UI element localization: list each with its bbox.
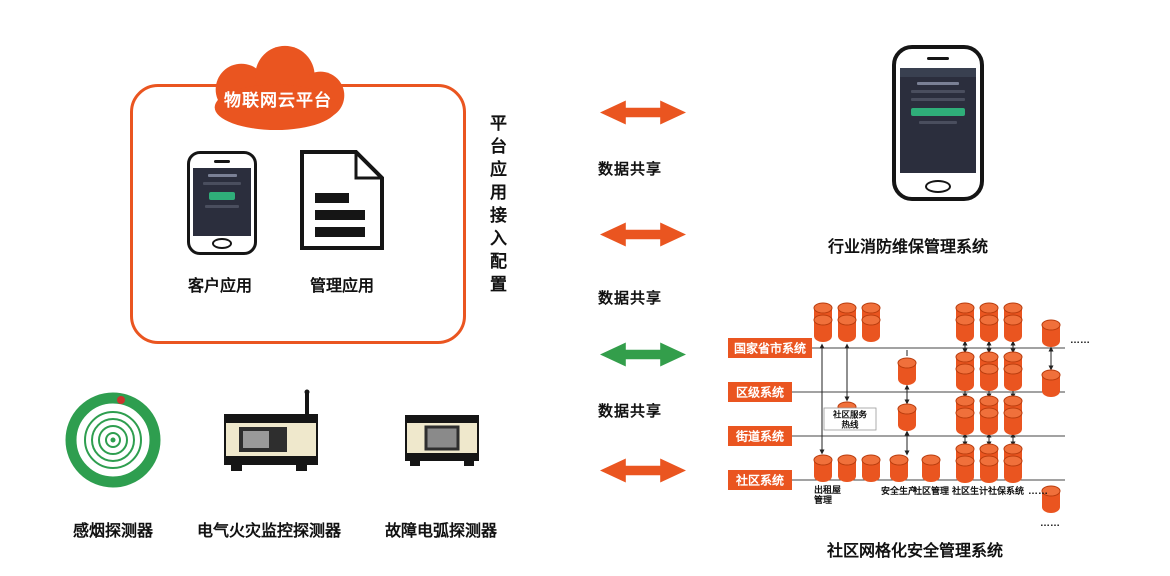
- hotline-label: 社区服务 热线: [823, 407, 877, 431]
- phone-screen: [900, 68, 976, 173]
- screen-text-line: [911, 98, 965, 101]
- phone-screen: [193, 168, 251, 236]
- community-grid-diagram: 国家省市系统 区级系统 街道系统 社区系统: [728, 302, 1090, 529]
- level-label-street: 街道系统: [728, 426, 792, 446]
- electrical-fire-detector-icon: [224, 389, 318, 471]
- screen-text-line: [911, 90, 965, 93]
- screen-header-bar: [900, 68, 976, 77]
- phone-home-button: [925, 180, 951, 193]
- level-label-community: 社区系统: [728, 470, 792, 490]
- grid-system-title: 社区网格化安全管理系统: [826, 543, 1003, 560]
- screen-text-line: [917, 82, 959, 85]
- data-share-label-1: 数据共享: [598, 161, 663, 178]
- level-label-district: 区级系统: [728, 382, 792, 402]
- rental-label-line2: 管理: [814, 494, 832, 505]
- smoke-detector-icon: [65, 392, 161, 488]
- community-mgmt-label: 社区管理: [912, 485, 949, 496]
- rental-label-line1: 出租屋: [814, 484, 841, 495]
- indicator-dot: [117, 396, 125, 404]
- electrical-fire-detector-label: 电气火灾监控探测器: [197, 523, 342, 540]
- screen-text-line: [203, 182, 241, 185]
- screen-text-line: [919, 121, 957, 124]
- cloud-icon: [214, 45, 345, 131]
- data-share-label-3: 数据共享: [598, 403, 663, 420]
- level-label-district-text: 区级系统: [736, 385, 784, 400]
- hotline-label-line2: 热线: [841, 420, 859, 430]
- connector-arrows: [819, 340, 1054, 456]
- ellipsis-bottom: ……: [1028, 486, 1048, 497]
- data-share-arrow-1: [600, 100, 686, 125]
- platform-access-config-label: 平台应用接入配置: [490, 114, 507, 294]
- cloud-platform-label: 物联网云平台: [224, 91, 332, 110]
- level-label-national-text: 国家省市系统: [734, 341, 806, 356]
- data-share-label-2: 数据共享: [598, 290, 663, 307]
- phone-speaker: [214, 160, 230, 163]
- client-app-phone-icon: [187, 151, 257, 255]
- fault-arc-detector-label: 故障电弧探测器: [385, 523, 498, 540]
- fire-system-phone-icon: [892, 45, 984, 201]
- screen-text-line: [207, 174, 237, 177]
- level-label-community-text: 社区系统: [735, 473, 784, 488]
- client-app-label: 客户应用: [187, 278, 252, 295]
- level-label-street-text: 街道系统: [735, 429, 784, 444]
- phone-speaker: [927, 57, 949, 60]
- antenna: [305, 392, 309, 416]
- data-share-arrow-4: [600, 458, 686, 483]
- phone-home-button: [212, 238, 232, 249]
- ellipsis-top-right: ……: [1070, 335, 1090, 346]
- data-share-arrow-3: [600, 342, 686, 367]
- screen-green-button: [208, 192, 236, 200]
- hotline-label-line1: 社区服务: [832, 410, 868, 420]
- ellipsis-bottom-right: ……: [1040, 518, 1060, 529]
- social-security-label: 社区生计社保系统: [951, 485, 1024, 496]
- admin-app-label: 管理应用: [309, 278, 374, 295]
- data-share-arrow-2: [600, 222, 686, 247]
- fire-system-label: 行业消防维保管理系统: [827, 239, 988, 256]
- admin-app-document-icon: [300, 150, 384, 250]
- smoke-detector-label: 感烟探测器: [73, 523, 154, 540]
- screen-text-line: [204, 205, 240, 208]
- screen-green-button: [910, 108, 966, 116]
- fault-arc-detector-icon: [405, 415, 479, 466]
- level-label-national: 国家省市系统: [728, 338, 812, 358]
- safety-label: 安全生产: [881, 485, 917, 496]
- device-screen: [424, 425, 460, 451]
